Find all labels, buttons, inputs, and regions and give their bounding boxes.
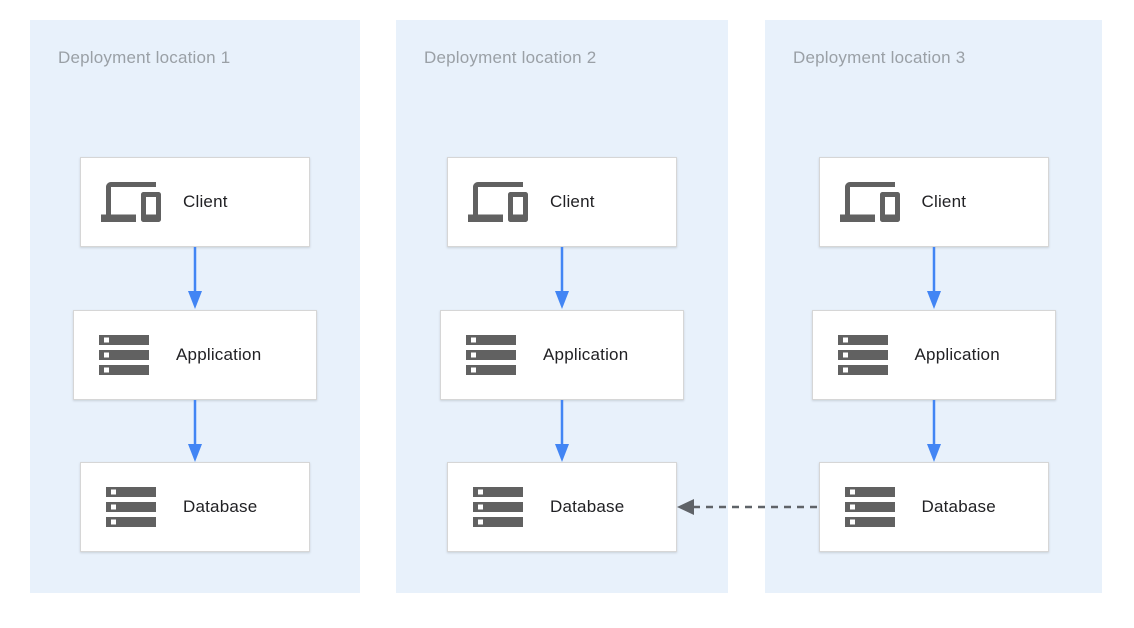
storage-icon [99, 335, 149, 375]
application-to-database-arrow [926, 400, 941, 462]
devices-icon [101, 182, 161, 222]
application-node: Application [811, 310, 1056, 400]
client-to-application-arrow [555, 247, 569, 309]
storage-icon [844, 487, 895, 527]
node-label: Client [550, 192, 595, 211]
storage-icon [837, 335, 888, 375]
database-node: Database [80, 462, 310, 552]
panel-title: Deployment location 3 [793, 48, 966, 67]
node-label: Database [550, 497, 625, 516]
application-node: Application [440, 310, 684, 400]
panel-title: Deployment location 1 [58, 48, 231, 67]
application-to-database-arrow [188, 400, 202, 462]
deployment-location-1-panel: Deployment location 1 Client Application… [30, 20, 360, 593]
client-node: Client [80, 157, 310, 247]
panel-title: Deployment location 2 [424, 48, 597, 67]
devices-icon [839, 182, 900, 222]
node-label: Application [176, 345, 262, 364]
client-node: Client [447, 157, 677, 247]
application-node: Application [73, 310, 317, 400]
database-node: Database [818, 462, 1049, 552]
database-node: Database [447, 462, 677, 552]
node-label: Database [921, 497, 996, 516]
client-node: Client [818, 157, 1049, 247]
node-label: Database [183, 497, 258, 516]
node-label: Application [914, 345, 1000, 364]
storage-icon [473, 487, 523, 527]
node-label: Application [543, 345, 629, 364]
application-to-database-arrow [555, 400, 569, 462]
storage-icon [106, 487, 156, 527]
database-replication-dashed-arrow [677, 499, 819, 515]
devices-icon [468, 182, 528, 222]
deployment-location-3-panel: Deployment location 3 Client Application… [765, 20, 1102, 593]
node-label: Client [183, 192, 228, 211]
storage-icon [466, 335, 516, 375]
node-label: Client [921, 192, 967, 211]
client-to-application-arrow [926, 247, 941, 309]
client-to-application-arrow [188, 247, 202, 309]
deployment-location-2-panel: Deployment location 2 Client Application… [396, 20, 728, 593]
